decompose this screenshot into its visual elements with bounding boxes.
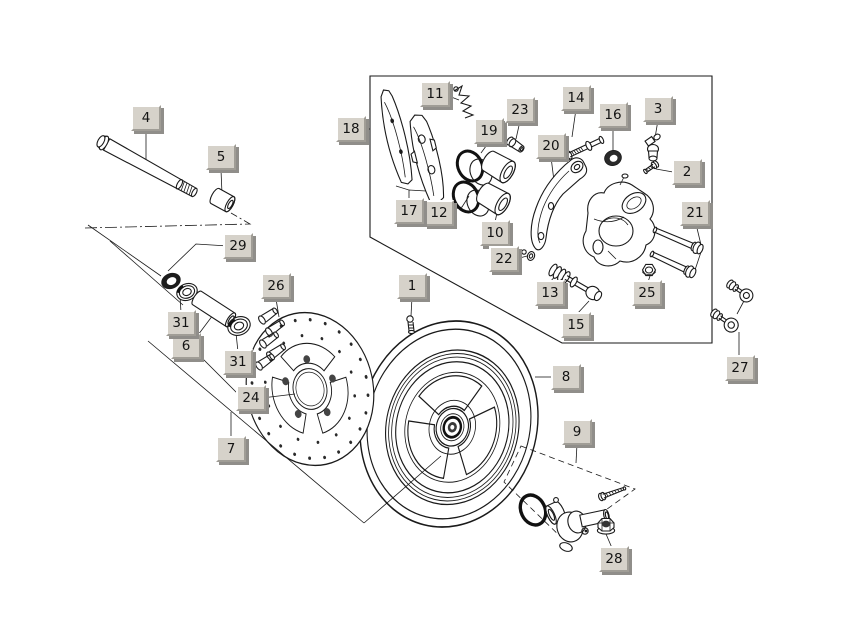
part-valve: [406, 315, 416, 335]
part-disc-bolts: [255, 307, 287, 371]
part-bolt-27b: [710, 308, 739, 333]
part-washer-22: [521, 249, 536, 261]
part-nut-25: [641, 263, 657, 277]
callout-6[interactable]: 6: [171, 333, 201, 359]
part-front-wheel: [359, 320, 539, 528]
part-seal: [161, 272, 181, 290]
leader-lines: [145, 94, 746, 549]
part-bolt-23: [506, 136, 525, 153]
part-axle: [96, 135, 198, 198]
callout-1[interactable]: 1: [397, 273, 427, 299]
part-brake-pad-inner: [409, 114, 445, 204]
callout-4[interactable]: 4: [131, 105, 161, 131]
part-caliper-body: [582, 173, 656, 267]
part-bolt-21b: [649, 250, 697, 279]
part-caliper-pistons: [476, 150, 516, 216]
callout-29[interactable]: 29: [223, 233, 253, 259]
callout-14[interactable]: 14: [561, 85, 591, 111]
callout-3[interactable]: 3: [643, 96, 673, 122]
part-brake-disc: [245, 311, 375, 467]
part-bolt-27a: [726, 279, 754, 303]
part-axle-nut-28: [596, 517, 616, 535]
callout-21[interactable]: 21: [680, 200, 710, 226]
callout-5[interactable]: 5: [206, 144, 236, 170]
callout-16[interactable]: 16: [598, 102, 628, 128]
callout-2[interactable]: 2: [672, 159, 702, 185]
part-brake-pad-outer: [380, 89, 413, 185]
part-bolt-21a: [652, 226, 704, 255]
callout-25[interactable]: 25: [632, 280, 662, 306]
callout-24[interactable]: 24: [236, 385, 266, 411]
callout-11[interactable]: 11: [420, 81, 450, 107]
callout-13[interactable]: 13: [535, 280, 565, 306]
callout-31a[interactable]: 31: [166, 310, 196, 336]
callout-20[interactable]: 20: [536, 133, 566, 159]
part-slide-pin-14: [563, 135, 605, 161]
part-boot-16: [604, 149, 622, 167]
part-bearing-lower: [227, 316, 251, 336]
part-speedo-drive: [518, 486, 627, 552]
callout-22[interactable]: 22: [489, 246, 519, 272]
callout-17[interactable]: 17: [394, 198, 424, 224]
part-bleed-valve-3: [644, 133, 661, 162]
callout-19[interactable]: 19: [474, 118, 504, 144]
callout-26[interactable]: 26: [261, 273, 291, 299]
callout-15[interactable]: 15: [561, 312, 591, 338]
callout-12[interactable]: 12: [424, 200, 454, 226]
part-pad-spring: [453, 84, 475, 119]
callout-28[interactable]: 28: [599, 546, 629, 572]
callout-8[interactable]: 8: [551, 364, 581, 390]
part-caliper-bracket: [530, 157, 588, 251]
part-bearing-upper: [176, 282, 198, 302]
callout-10[interactable]: 10: [480, 220, 510, 246]
part-axle-spacer: [209, 187, 236, 213]
callout-31b[interactable]: 31: [223, 349, 253, 375]
callout-23[interactable]: 23: [505, 97, 535, 123]
callout-18[interactable]: 18: [336, 116, 366, 142]
callout-7[interactable]: 7: [216, 436, 246, 462]
part-screw-2: [643, 160, 660, 175]
callout-27[interactable]: 27: [725, 355, 755, 381]
callout-9[interactable]: 9: [562, 419, 592, 445]
